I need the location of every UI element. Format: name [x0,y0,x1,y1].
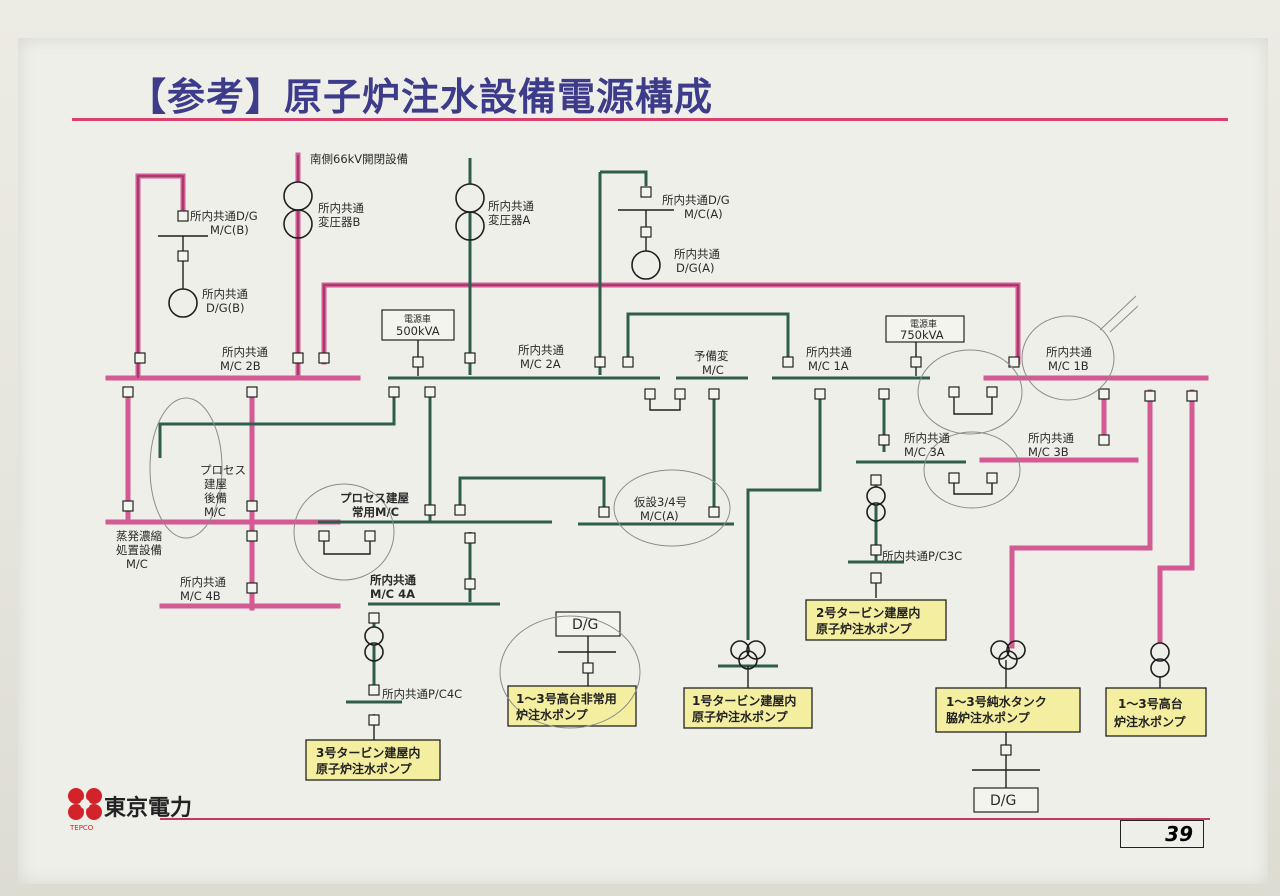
pump-boxes [305,599,1207,781]
label-tr-b-2: 変圧器B [318,215,360,229]
transformer-b-icon [283,181,313,239]
pump-5-line1: 1～3号純水タンク [946,694,1047,709]
pump-box-4 [805,599,947,641]
label-mc2a-2: M/C 2A [520,357,561,371]
label-pc500-2: 500kVA [396,324,440,338]
label-mc3b-1: 所内共通 [1028,431,1074,445]
pump-box-3 [683,687,813,729]
label-mc3a-1: 所内共通 [904,431,950,445]
label-mc1a-1: 所内共通 [806,345,852,359]
diagram-labels: 南側66kV開閉設備 所内共通 変圧器B 所内共通 変圧器A 所内共通D/G M… [116,152,1092,809]
pump-box-5 [935,687,1081,733]
title-rule [72,118,1228,121]
label-pc500-1: 電源車 [404,313,431,325]
label-proc-bk-1: プロセス [200,463,246,477]
label-dg-box-center: D/G [572,617,598,633]
label-mc-ga-1: 所内共通D/G [662,193,730,207]
label-mc4a-1: 所内共通 [370,573,416,587]
pump-4-line1: 2号タービン建屋内 [816,605,920,620]
power-vehicle-750-box [885,315,965,343]
transformer-pc4c-icon [364,626,384,662]
pump-2-line2: 炉注水ポンプ [516,707,589,722]
pump-6-line1: 1～3号高台 [1118,696,1183,711]
label-pc750-1: 電源車 [910,318,937,330]
label-proc-mc-2: 常用M/C [352,505,399,519]
label-mc4b-2: M/C 4B [180,589,221,603]
label-proc-bk-2: 建屋 [204,477,227,491]
logo-caption: TEPCO [69,824,94,832]
company-name: 東京電力 [104,796,193,821]
dg-b-generator-icon [168,288,198,318]
pump-box-1 [305,739,441,781]
pump-3-line2: 原子炉注水ポンプ [692,709,789,724]
label-dg-a-1: 所内共通 [674,247,720,261]
label-pc4c: 所内共通P/C4C [382,687,462,701]
label-evap-2: 処置設備 [116,543,162,557]
pump-box-labels: 3号タービン建屋内 原子炉注水ポンプ 1～3号高台非常用 炉注水ポンプ 1号ター… [316,605,1187,776]
label-mc1b-1: 所内共通 [1046,345,1092,359]
pink-line-outline [137,155,1019,378]
label-dg-box-right: D/G [990,793,1016,809]
label-kasetsu-2: M/C(A) [640,509,679,523]
label-mc-gb-2: M/C(B) [210,223,249,237]
label-tr-a-1: 所内共通 [488,199,534,213]
label-dg-b-2: D/G(B) [206,301,245,315]
tepco-logo-icon: TEPCO [68,788,102,832]
pump-3-line1: 1号タービン建屋内 [692,693,796,708]
power-vehicle-500-box [381,309,455,341]
label-mc2a-1: 所内共通 [518,343,564,357]
label-mc-ga-2: M/C(A) [684,207,723,221]
label-mc2b-1: 所内共通 [222,345,268,359]
label-tr-b-1: 所内共通 [318,201,364,215]
pump-1-line1: 3号タービン建屋内 [316,745,420,760]
transformer-icons [283,181,1170,678]
dg-box-right [973,787,1039,813]
pink-power-lines [105,152,1209,649]
footer-rule [160,818,1210,820]
label-mc4a-2: M/C 4A [370,587,415,601]
label-tr-a-2: 変圧器A [488,213,530,227]
label-pc750-2: 750kVA [900,328,944,342]
pump-box-6 [1105,687,1207,737]
transformer-pc3c-icon [866,486,886,522]
green-power-lines [158,158,966,704]
label-yobi-2: M/C [702,363,724,377]
pump-box-2 [507,685,637,727]
label-dg-a-2: D/G(A) [676,261,714,275]
label-pc3c: 所内共通P/C3C [882,549,962,563]
pump-5-line2: 脇炉注水ポンプ [946,710,1031,725]
label-mc1b-2: M/C 1B [1048,359,1089,373]
thin-connectors [158,209,1161,792]
label-south-66kv: 南側66kV開閉設備 [310,152,408,166]
label-mc4b-1: 所内共通 [180,575,226,589]
transformer-a-icon [455,183,485,241]
label-proc-bk-3: 後備 [204,491,227,505]
pump-6-line2: 炉注水ポンプ [1114,714,1187,729]
label-proc-mc-1: プロセス建屋 [340,491,409,505]
pencil-annotations [149,295,1139,729]
dg-a-generator-icon [631,250,661,280]
label-evap-3: M/C [126,557,148,571]
transformer-takadai-icon [1150,642,1170,678]
pump-4-line2: 原子炉注水ポンプ [816,621,913,636]
label-dg-b-1: 所内共通 [202,287,248,301]
pump-2-line1: 1～3号高台非常用 [516,691,617,706]
label-mc-gb-1: 所内共通D/G [190,209,258,223]
pump-1-line2: 原子炉注水ポンプ [316,761,413,776]
label-mc2b-2: M/C 2B [220,359,261,373]
label-yobi-1: 予備変 [694,349,729,363]
label-mc3a-2: M/C 3A [904,445,945,459]
page-title: 【参考】原子炉注水設備電源構成 [128,75,714,119]
label-mc3b-2: M/C 3B [1028,445,1069,459]
page-number: 39 [1120,820,1204,848]
label-kasetsu-1: 仮設3/4号 [634,495,687,509]
label-evap-1: 蒸発濃縮 [116,529,162,543]
transformer-tank-icon [990,640,1026,670]
label-proc-bk-4: M/C [204,505,226,519]
transformer-1turbine-icon [730,640,766,670]
label-mc1a-2: M/C 1A [808,359,849,373]
